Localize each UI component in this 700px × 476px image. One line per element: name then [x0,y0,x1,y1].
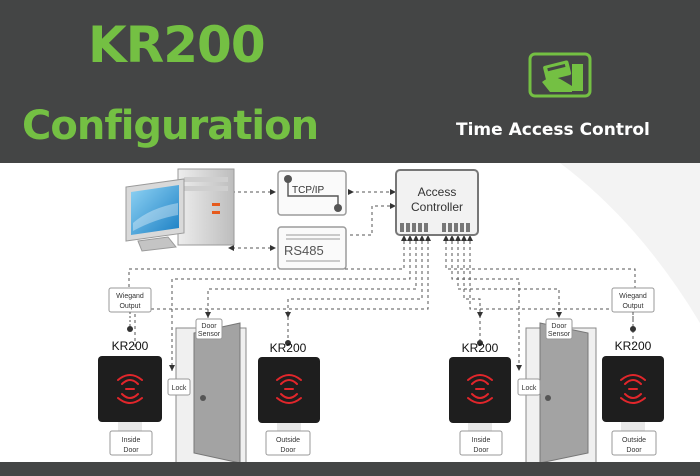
tcpip-module: TCP/IP [277,170,347,216]
kr200-label-outside-left: KR200 [270,341,307,355]
outside-door-left: Outside Door [265,430,311,456]
inside-door-left: Inside Door [109,430,153,456]
inside-left-line1: Inside [122,437,141,444]
door-sensor-left-line1: Door [201,323,217,330]
title-configuration: Configuration [22,103,319,149]
configuration-diagram: TCP/IP RS485 Access Controller [98,163,700,463]
outside-door-right: Outside Door [611,430,657,456]
rs485-label: RS485 [284,243,324,258]
header-banner: KR200 Configuration Time Access Control [0,0,700,163]
wiegand-output-right: Wiegand Output [611,287,655,332]
lock-left-label: Lock [172,385,187,392]
kr200-reader-inside-left: KR200 [98,339,162,431]
door-sensor-right-line1: Door [551,323,567,330]
computer-icon [125,168,235,252]
wiegand-right-line1: Wiegand [619,293,647,300]
door-sensor-right: Door Sensor [545,318,573,340]
wiegand-right-line2: Output [622,303,643,310]
kr200-reader-inside-right: KR200 [449,340,511,431]
lock-right-label: Lock [522,385,537,392]
door-right [525,322,597,463]
kr200-reader-outside-right: KR200 [602,339,664,431]
rs485-module: RS485 [277,226,347,270]
outside-left-line1: Outside [276,437,300,444]
background-swoosh [560,163,700,323]
kr200-label-outside-right: KR200 [615,339,652,353]
lock-right: Lock [517,378,541,396]
wiegand-left-line1: Wiegand [116,293,144,300]
inside-door-right: Inside Door [459,430,503,456]
card-reader-icon [528,52,592,98]
title-product: KR200 [88,16,266,74]
tcpip-label: TCP/IP [292,185,325,196]
controller-label-line2: Controller [411,200,463,214]
inside-left-line2: Door [123,447,139,454]
inside-right-line2: Door [473,447,489,454]
outside-right-line1: Outside [622,437,646,444]
footer-bar [0,462,700,476]
kr200-reader-outside-left: KR200 [258,340,320,431]
access-controller: Access Controller [395,169,479,236]
outside-right-line2: Door [626,447,642,454]
door-sensor-right-line2: Sensor [548,331,571,338]
controller-label-line1: Access [418,185,457,199]
wiegand-left-line2: Output [119,303,140,310]
kr200-label-inside-left: KR200 [112,339,149,353]
inside-right-line1: Inside [472,437,491,444]
connection-lines [128,191,636,371]
outside-left-line2: Door [280,447,296,454]
door-sensor-left: Door Sensor [195,318,223,340]
door-sensor-left-line2: Sensor [198,331,221,338]
badge-label: Time Access Control [456,120,650,140]
kr200-label-inside-right: KR200 [462,341,499,355]
lock-left: Lock [167,378,191,396]
wiegand-output-left: Wiegand Output [108,287,152,332]
